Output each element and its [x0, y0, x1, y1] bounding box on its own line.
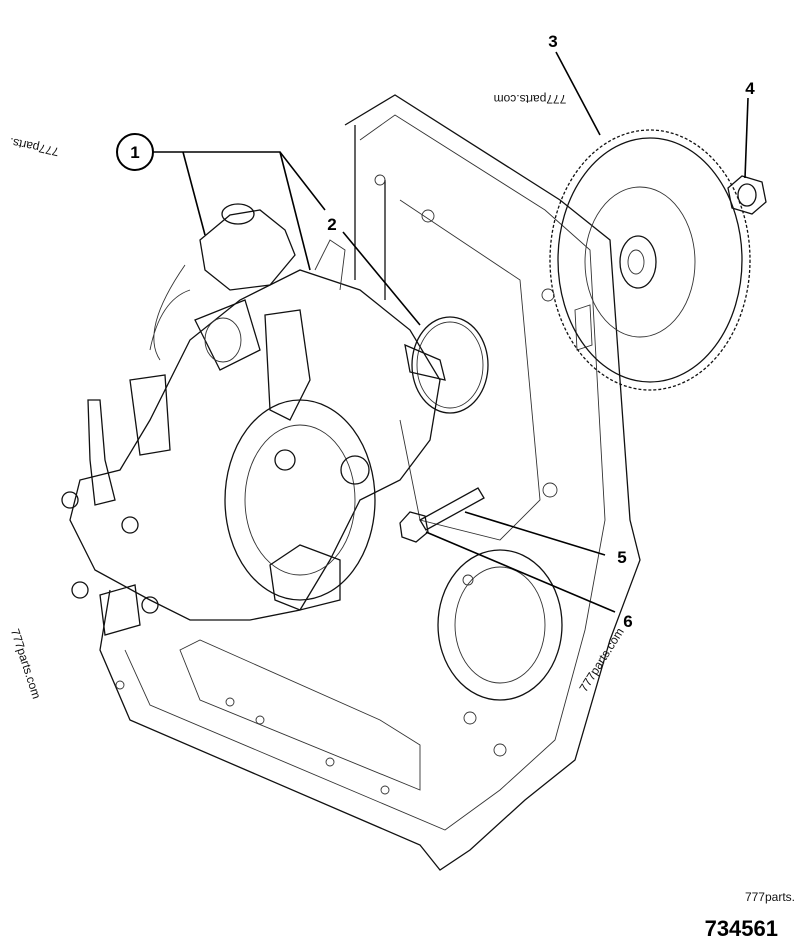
- watermark: 777parts.com: [576, 625, 626, 694]
- fuel-injection-pump: [61, 203, 446, 636]
- callout-5: 5: [617, 548, 626, 567]
- watermark: 777parts.: [745, 890, 795, 904]
- callout-2: 2: [327, 215, 336, 234]
- watermark: 777parts.com: [494, 92, 567, 106]
- timing-case-housing: [99, 94, 641, 871]
- watermark: 777parts.: [8, 135, 60, 159]
- gear: [549, 129, 751, 391]
- callout-leaders: [153, 51, 749, 613]
- nut: [727, 175, 767, 215]
- callout-1: 1: [116, 133, 154, 171]
- callout-6: 6: [623, 612, 632, 631]
- callout-3: 3: [548, 32, 557, 51]
- callout-label: 1: [130, 143, 139, 162]
- figure-number: 734561: [705, 916, 778, 941]
- watermark: 777parts.com: [8, 627, 44, 700]
- o-ring: [411, 316, 489, 414]
- bolt: [399, 487, 485, 543]
- callout-4: 4: [745, 79, 755, 98]
